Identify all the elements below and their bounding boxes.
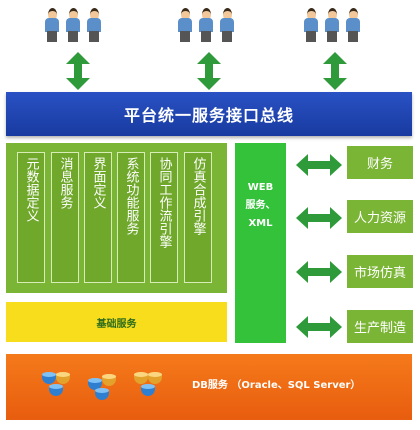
module-label: 消息服务	[57, 157, 73, 209]
module-label: 仿真合成引擎	[190, 157, 206, 235]
user-icon	[177, 8, 193, 42]
user-icon	[219, 8, 235, 42]
service-bus-title: 平台统一服务接口总线	[123, 106, 294, 125]
web-service-box: WEB 服务、 XML	[235, 143, 286, 343]
box-label: 财务	[366, 157, 393, 172]
module-system-function-service: 系统功能服务	[117, 152, 145, 283]
module-metadata-definition: 元数据定义	[17, 152, 45, 283]
module-simulation-engine: 仿真合成引擎	[184, 152, 212, 283]
module-label: 界面定义	[90, 157, 106, 209]
user-icon	[303, 8, 319, 42]
user-icon	[324, 8, 340, 42]
web-service-line3: XML	[248, 218, 273, 229]
module-workflow-engine: 协同工作流引擎	[150, 152, 178, 283]
user-icon	[86, 8, 102, 42]
double-arrow-vertical-icon	[197, 52, 221, 90]
module-ui-definition: 界面定义	[84, 152, 112, 283]
db-service-label: DB服务 （Oracle、SQL Server）	[192, 380, 361, 391]
box-label: 生产制造	[353, 321, 406, 336]
double-arrow-horizontal-icon	[296, 154, 342, 176]
db-service-box: DB服务 （Oracle、SQL Server）	[6, 354, 412, 420]
web-service-line1: WEB	[247, 182, 274, 193]
box-human-resources: 人力资源	[347, 200, 413, 233]
double-arrow-horizontal-icon	[296, 261, 342, 283]
user-icon	[44, 8, 60, 42]
box-market-simulation: 市场仿真	[347, 255, 413, 288]
module-message-service: 消息服务	[51, 152, 79, 283]
user-icon	[345, 8, 361, 42]
double-arrow-vertical-icon	[66, 52, 90, 90]
box-label: 人力资源	[353, 211, 406, 226]
module-label: 元数据定义	[23, 157, 39, 222]
module-label: 协同工作流引擎	[156, 157, 172, 248]
base-service-box: 基础服务	[6, 302, 227, 342]
box-finance: 财务	[347, 146, 413, 179]
web-service-line2: 服务、	[245, 200, 276, 211]
user-icon	[65, 8, 81, 42]
service-bus: 平台统一服务接口总线	[6, 92, 412, 136]
double-arrow-horizontal-icon	[296, 316, 342, 338]
double-arrow-horizontal-icon	[296, 207, 342, 229]
box-production: 生产制造	[347, 310, 413, 343]
double-arrow-vertical-icon	[323, 52, 347, 90]
box-label: 市场仿真	[353, 266, 406, 281]
module-label: 系统功能服务	[123, 157, 139, 235]
user-icon	[198, 8, 214, 42]
base-service-label: 基础服务	[96, 318, 137, 330]
